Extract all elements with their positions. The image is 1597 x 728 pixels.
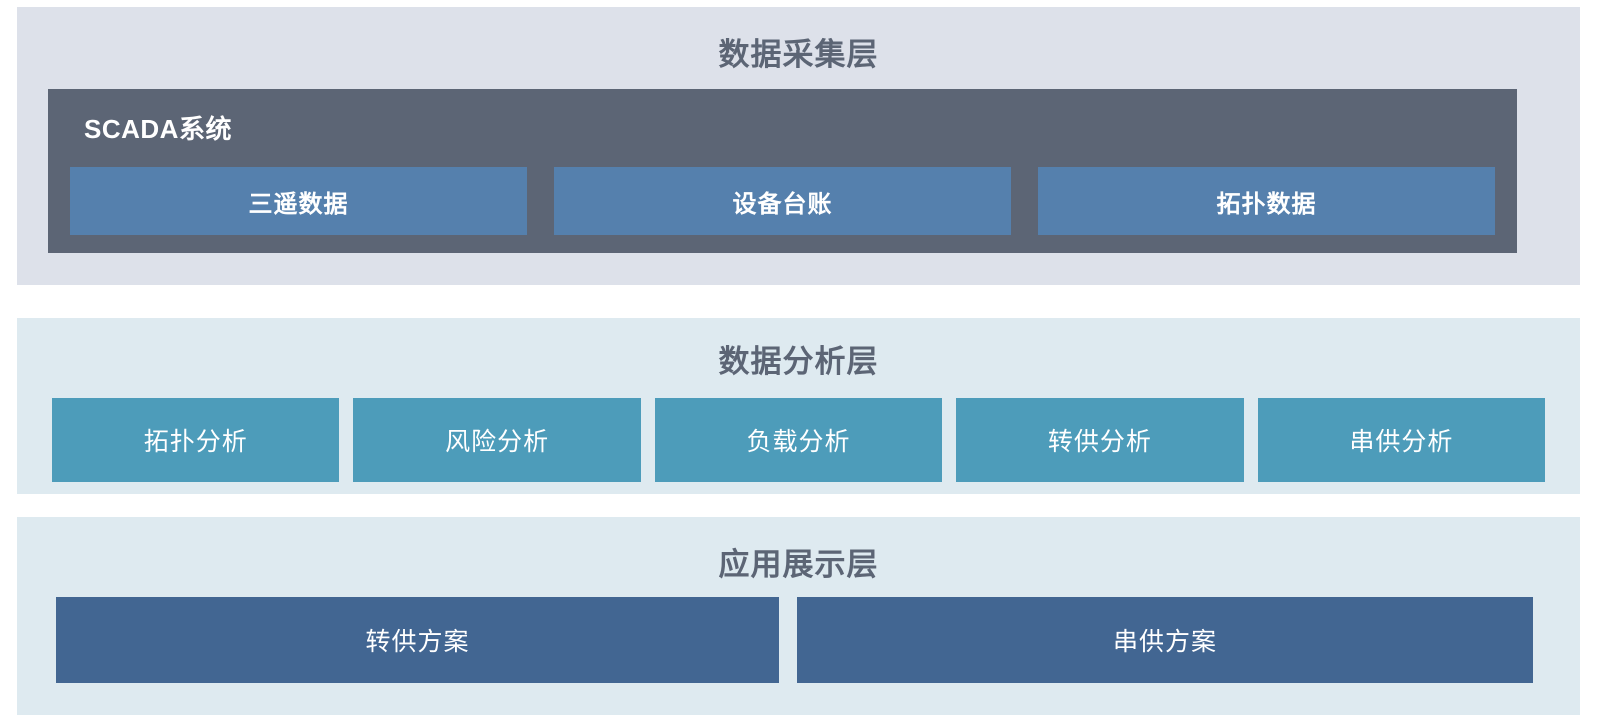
layer-title-data-acquisition: 数据采集层 <box>718 37 879 72</box>
scada-item-equipment-ledger[interactable]: 设备台账 <box>554 167 1011 235</box>
analysis-item-label: 负载分析 <box>746 428 851 456</box>
analysis-item-transfer-supply[interactable]: 转供分析 <box>956 398 1244 482</box>
layer-data-analysis: 数据分析层 拓扑分析 风险分析 负载分析 转供分析 串供分析 <box>17 318 1580 494</box>
analysis-item-list: 拓扑分析 风险分析 负载分析 转供分析 串供分析 <box>52 398 1546 482</box>
analysis-item-load[interactable]: 负载分析 <box>654 398 943 482</box>
application-item-label: 转供方案 <box>365 628 470 656</box>
analysis-item-label: 串供分析 <box>1349 428 1454 456</box>
scada-item-label: 拓扑数据 <box>1216 190 1317 218</box>
layer-title-data-analysis: 数据分析层 <box>718 344 879 379</box>
analysis-item-topology[interactable]: 拓扑分析 <box>52 398 340 482</box>
layer-title-application-presentation: 应用展示层 <box>718 547 879 582</box>
application-item-list: 转供方案 串供方案 <box>56 597 1533 683</box>
scada-item-list: 三遥数据 设备台账 拓扑数据 <box>70 167 1495 235</box>
scada-group: SCADA系统 三遥数据 设备台账 拓扑数据 <box>48 89 1517 253</box>
scada-item-label: 设备台账 <box>732 190 833 218</box>
application-item-transfer-supply-plan[interactable]: 转供方案 <box>56 597 779 683</box>
scada-item-label: 三遥数据 <box>248 190 349 218</box>
application-item-label: 串供方案 <box>1112 628 1217 656</box>
analysis-item-risk[interactable]: 风险分析 <box>353 398 641 482</box>
scada-item-telemetry[interactable]: 三遥数据 <box>70 167 527 235</box>
analysis-item-series-supply[interactable]: 串供分析 <box>1257 398 1546 482</box>
analysis-item-label: 转供分析 <box>1047 428 1152 456</box>
application-item-series-supply-plan[interactable]: 串供方案 <box>797 597 1533 683</box>
analysis-item-label: 拓扑分析 <box>143 428 248 456</box>
layer-data-acquisition: 数据采集层 SCADA系统 三遥数据 设备台账 拓扑数据 <box>17 7 1580 285</box>
scada-group-label: SCADA系统 <box>84 114 232 144</box>
layer-application-presentation: 应用展示层 转供方案 串供方案 <box>17 517 1580 715</box>
analysis-item-label: 风险分析 <box>445 428 550 456</box>
scada-item-topology-data[interactable]: 拓扑数据 <box>1038 167 1495 235</box>
